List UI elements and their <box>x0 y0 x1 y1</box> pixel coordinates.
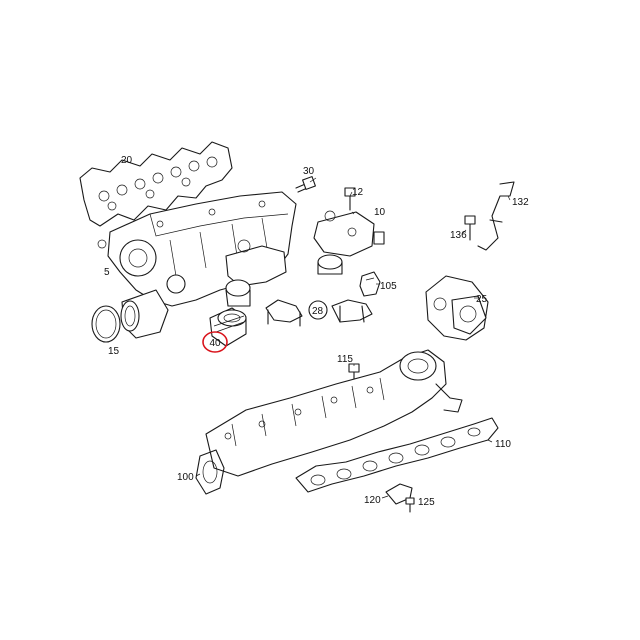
callout-132: 132 <box>512 197 529 208</box>
part-40-hose-sleeve[interactable] <box>209 307 247 347</box>
callout-5: 5 <box>104 267 110 278</box>
part-105-bracket[interactable] <box>359 271 381 297</box>
callout-20: 20 <box>121 155 133 166</box>
leader-lines <box>195 177 511 499</box>
part-20-upper-gasket[interactable] <box>79 141 233 227</box>
callout-105: 105 <box>380 281 397 292</box>
callout-10: 10 <box>374 207 386 218</box>
part-15-ring-seal[interactable] <box>91 305 121 343</box>
callout-28: 28 <box>312 306 324 317</box>
part-125-screw[interactable] <box>405 497 415 513</box>
part-100-flange-gasket[interactable] <box>195 449 225 495</box>
callout-110: 110 <box>495 439 511 450</box>
callout-136: 136 <box>450 230 467 241</box>
part-132-bracket[interactable] <box>477 181 515 251</box>
part-25-actuator[interactable] <box>425 275 489 341</box>
throttle-housing-left[interactable] <box>225 239 287 307</box>
callout-12: 12 <box>352 187 364 198</box>
callout-40: 40 <box>209 338 221 349</box>
callout-100: 100 <box>177 472 194 483</box>
part-136-bolt[interactable] <box>464 215 476 241</box>
part-110-lower-gasket[interactable] <box>295 417 499 493</box>
part-28-connector-rail[interactable] <box>265 299 373 327</box>
callout-15: 15 <box>108 346 120 357</box>
callout-labels: 20 30 12 10 132 136 5 105 25 28 15 115 1… <box>104 155 529 508</box>
callout-40-highlight[interactable]: 40 <box>202 331 228 353</box>
callout-115: 115 <box>337 354 353 365</box>
callout-25: 25 <box>476 294 488 305</box>
callout-120: 120 <box>364 495 381 506</box>
callout-30: 30 <box>303 166 315 177</box>
highlight-ring <box>202 331 228 353</box>
callout-125: 125 <box>418 497 435 508</box>
intake-pipe[interactable] <box>120 289 169 339</box>
lower-intake-manifold[interactable] <box>205 349 463 477</box>
part-30-bolt[interactable] <box>295 176 316 193</box>
part-10-valve[interactable] <box>313 210 385 275</box>
